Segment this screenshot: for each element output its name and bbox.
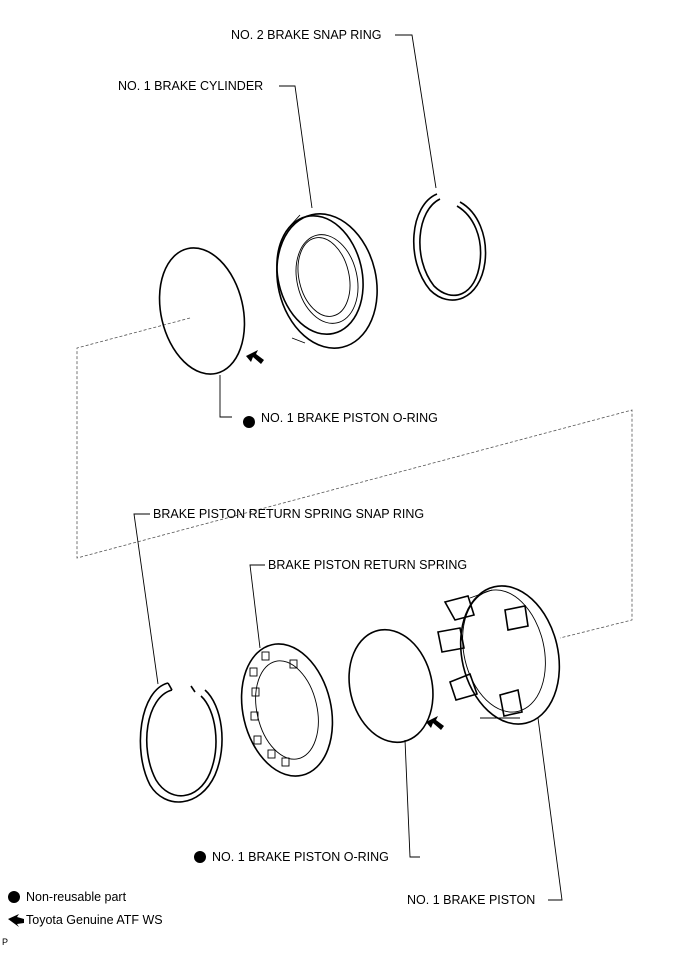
no2-brake-snap-ring [412,193,487,301]
alignment-dashed-lines [76,317,633,639]
label-no2-brake-snap-ring: NO. 2 BRAKE SNAP RING [231,28,382,42]
lower-o-ring [348,628,434,744]
legend-atf: Toyota Genuine ATF WS [26,913,163,927]
non-reusable-dot-icon [243,416,255,428]
label-no1-brake-cylinder: NO. 1 BRAKE CYLINDER [118,79,263,93]
label-no1-brake-piston: NO. 1 BRAKE PISTON [407,893,535,907]
label-lower-o-ring: NO. 1 BRAKE PISTON O-RING [212,850,389,864]
legend-dot-icon [8,891,20,903]
label-return-spring: BRAKE PISTON RETURN SPRING [268,558,467,572]
legend: Non-reusable part Toyota Genuine ATF WS [8,890,163,927]
no1-brake-cylinder [276,213,378,349]
label-upper-o-ring: NO. 1 BRAKE PISTON O-RING [261,411,438,425]
corner-mark: P [2,937,8,947]
non-reusable-dot-icon [194,851,206,863]
return-spring-snap-ring [139,682,223,803]
return-spring-plate [240,643,334,777]
atf-arrow-icon [426,716,444,730]
legend-non-reusable: Non-reusable part [26,890,127,904]
leader-lines [133,34,563,901]
atf-arrow-icon [246,350,264,364]
label-return-spring-snap-ring: BRAKE PISTON RETURN SPRING SNAP RING [153,507,424,521]
legend-arrow-icon [8,914,24,927]
upper-o-ring [158,247,246,375]
no1-brake-piston [437,585,561,725]
